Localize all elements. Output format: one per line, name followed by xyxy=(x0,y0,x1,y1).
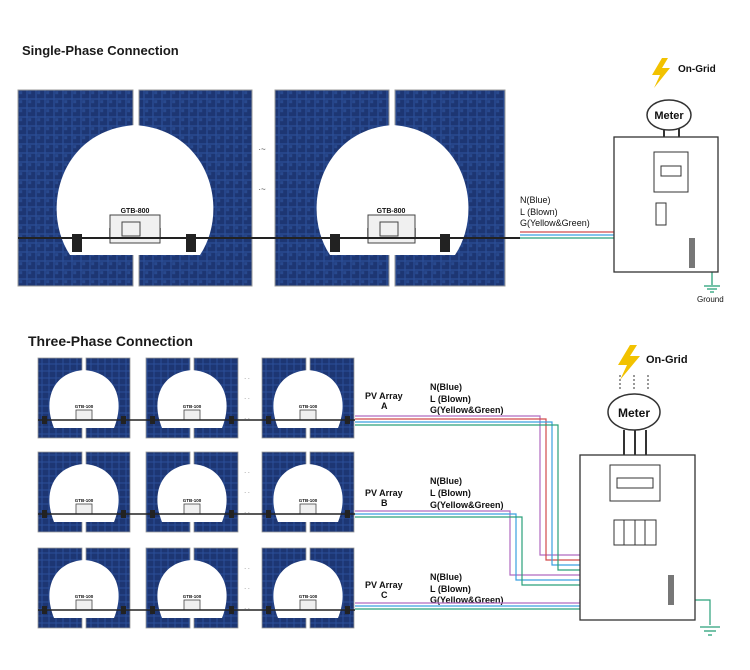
pv-array-sub: B xyxy=(381,498,388,508)
continuation-mark: · · xyxy=(244,416,250,422)
inverter-backdrop xyxy=(273,464,343,522)
inverter-label: GTB-100 xyxy=(183,594,202,599)
inverter-backdrop xyxy=(157,560,227,618)
on-grid-label: On-Grid xyxy=(678,64,716,75)
microinverter xyxy=(183,503,201,515)
on-grid-label: On-Grid xyxy=(646,354,688,366)
continuation-mark: · · xyxy=(244,396,250,402)
inverter-label: GTB-100 xyxy=(75,594,94,599)
pv-module: GTB-100 xyxy=(37,451,131,533)
wire-label-neutral: N(Blue) xyxy=(520,195,551,205)
microinverter xyxy=(75,599,93,611)
inverter-label: GTB-100 xyxy=(299,498,318,503)
wire-label-neutral: N(Blue) xyxy=(430,572,462,582)
meter-label: Meter xyxy=(654,110,684,122)
pv-array-sub: A xyxy=(381,401,388,411)
microinverter xyxy=(75,409,93,421)
pv-module: GTB-100 xyxy=(145,547,239,629)
lightning-icon xyxy=(652,58,670,88)
pv-module: GTB-100 xyxy=(37,547,131,629)
wire-label-neutral: N(Blue) xyxy=(430,476,462,486)
pv-array-a-labels: PV Array A N(Blue) L (Blown) G(Yellow&Gr… xyxy=(365,382,504,415)
wire-label-ground: G(Yellow&Green) xyxy=(430,500,504,510)
microinverter xyxy=(183,409,201,421)
three-phase-title: Three-Phase Connection xyxy=(28,333,193,349)
single-phase-group: GTB-800 GTB-800 ·~ ·~ N(Blue) L (Blown) … xyxy=(17,58,724,304)
inverter-backdrop xyxy=(157,464,227,522)
ground-label: Ground xyxy=(697,295,724,304)
meter xyxy=(607,393,661,431)
microinverter xyxy=(183,599,201,611)
wire-label-ground: G(Yellow&Green) xyxy=(430,405,504,415)
ground-bar xyxy=(668,575,674,605)
continuation-mark: · · xyxy=(244,470,250,476)
inverter-label: GTB-100 xyxy=(299,594,318,599)
microinverter xyxy=(299,599,317,611)
ground-bar xyxy=(689,238,695,268)
microinverter xyxy=(299,409,317,421)
three-phase-distribution: Meter On-Grid xyxy=(579,345,720,636)
continuation-mark: · · xyxy=(244,376,250,382)
inverter-backdrop xyxy=(157,370,227,428)
wire-label-line: L (Blown) xyxy=(430,394,471,404)
inverter-backdrop xyxy=(56,125,214,255)
inverter-label: GTB-800 xyxy=(377,208,406,215)
continuation-mark: · · xyxy=(244,510,250,516)
pv-module: GTB-100 xyxy=(37,357,131,439)
wire-label-line: L (Blown) xyxy=(520,207,558,217)
inverter-label: GTB-800 xyxy=(121,208,150,215)
inverter-label: GTB-100 xyxy=(183,404,202,409)
lightning-icon xyxy=(618,345,640,380)
meter-label: Meter xyxy=(618,406,650,420)
continuation-mark: ·~ xyxy=(258,185,266,194)
continuation-mark: ·~ xyxy=(258,145,266,154)
microinverter xyxy=(299,503,317,515)
pv-array-label: PV Array xyxy=(365,391,403,401)
inverter-backdrop xyxy=(49,560,119,618)
continuation-mark: · · xyxy=(244,606,250,612)
inverter-backdrop xyxy=(316,125,469,255)
pv-array-label: PV Array xyxy=(365,488,403,498)
meter xyxy=(646,99,692,131)
pv-array-label: PV Array xyxy=(365,580,403,590)
pv-array-sub: C xyxy=(381,590,388,600)
pv-module: GTB-100 xyxy=(261,451,355,533)
single-phase-title: Single-Phase Connection xyxy=(22,43,179,58)
pv-module: GTB-100 xyxy=(261,547,355,629)
pv-array-c-labels: PV Array C N(Blue) L (Blown) G(Yellow&Gr… xyxy=(365,572,504,605)
wire-label-line: L (Blown) xyxy=(430,488,471,498)
breaker xyxy=(655,202,667,226)
inverter-label: GTB-100 xyxy=(299,404,318,409)
wire-label-line: L (Blown) xyxy=(430,584,471,594)
inverter-label: GTB-100 xyxy=(183,498,202,503)
inverter-backdrop xyxy=(273,560,343,618)
microinverter xyxy=(75,503,93,515)
wire-label-neutral: N(Blue) xyxy=(430,382,462,392)
inverter-backdrop xyxy=(273,370,343,428)
wire-label-ground: G(Yellow&Green) xyxy=(430,595,504,605)
pv-module: GTB-100 xyxy=(145,357,239,439)
pv-array-b-labels: PV Array B N(Blue) L (Blown) G(Yellow&Gr… xyxy=(365,476,504,510)
inverter-backdrop xyxy=(49,464,119,522)
inverter-backdrop xyxy=(49,370,119,428)
inverter-label: GTB-100 xyxy=(75,498,94,503)
pv-module: GTB-100 xyxy=(261,357,355,439)
inverter-label: GTB-100 xyxy=(75,404,94,409)
continuation-mark: · · xyxy=(244,586,250,592)
wire-label-ground: G(Yellow&Green) xyxy=(520,218,590,228)
pv-module: GTB-100 xyxy=(145,451,239,533)
continuation-mark: · · xyxy=(244,566,250,572)
continuation-mark: · · xyxy=(244,490,250,496)
